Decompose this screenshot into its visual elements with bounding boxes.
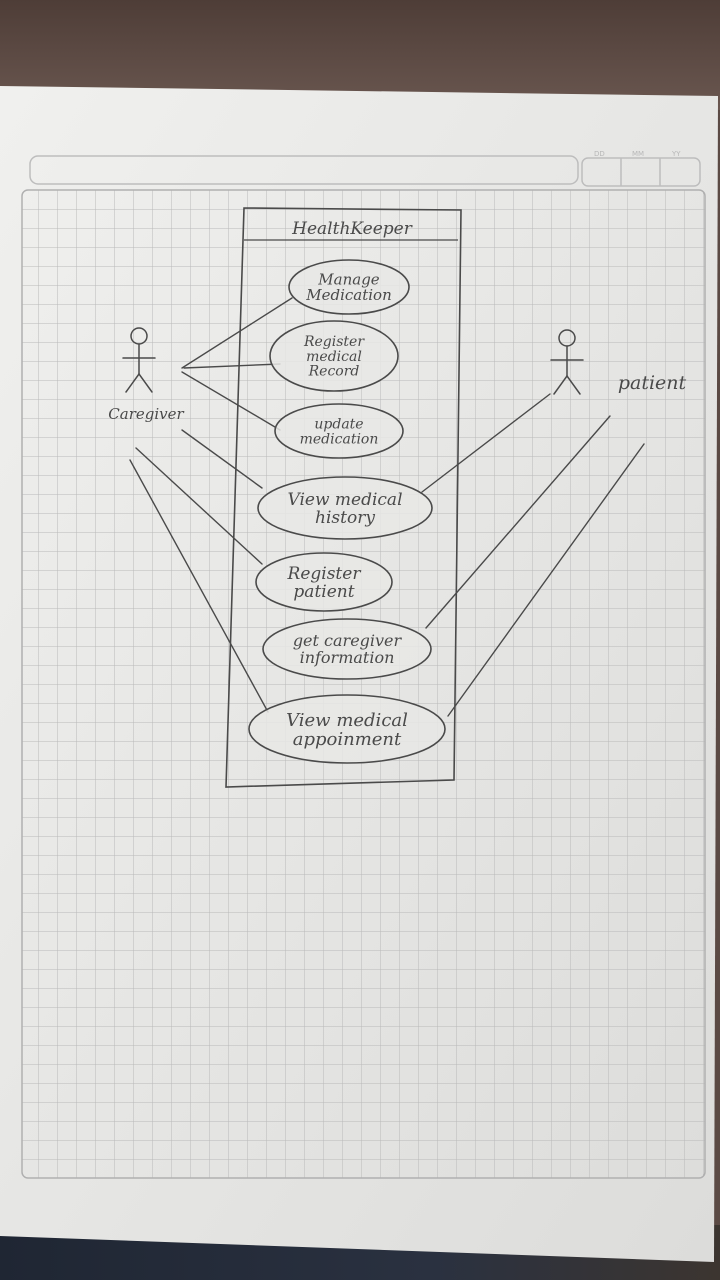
association-caregiver-uc5 <box>135 447 263 565</box>
association-patient-uc4 <box>421 393 551 493</box>
header-mm-label: MM <box>632 150 644 158</box>
association-caregiver-uc1 <box>181 297 293 369</box>
use-case-label: View medical <box>286 710 408 731</box>
use-case-label: appoinment <box>293 729 402 750</box>
use-case-label: medical <box>306 349 362 365</box>
use-case-ellipse <box>274 403 404 459</box>
association-caregiver-uc4 <box>181 429 263 489</box>
use-case-label: Medication <box>305 286 392 304</box>
association-caregiver-uc2 <box>183 363 281 369</box>
associations <box>129 297 645 717</box>
use-case-label: Manage <box>317 270 380 288</box>
use-case-ellipse <box>257 476 433 540</box>
actors: Caregiver patient <box>108 327 687 423</box>
use-case-ellipse <box>248 694 446 764</box>
actor-caregiver: Caregiver <box>108 327 185 423</box>
use-case-label: Register <box>303 334 365 350</box>
use-case-label: get caregiver <box>293 631 403 650</box>
actor-label: Caregiver <box>108 405 184 423</box>
actor-patient: patient <box>550 329 687 395</box>
header-yy-label: YY <box>671 150 681 158</box>
use-case-ellipse <box>262 618 432 680</box>
use-case-ellipse <box>269 320 399 392</box>
association-patient-uc6 <box>425 415 611 629</box>
use-case-ellipse <box>255 552 393 612</box>
stick-figure-icon <box>122 327 156 393</box>
use-case-label: Record <box>308 364 360 380</box>
use-case-label: update <box>314 417 363 433</box>
association-caregiver-uc7 <box>129 459 269 713</box>
stick-figure-icon <box>550 329 584 395</box>
actor-label: patient <box>618 372 687 394</box>
system-title: HealthKeeper <box>291 219 413 239</box>
use-case-label: View medical <box>287 490 402 510</box>
header-bar: DD MM YY <box>29 150 701 187</box>
use-case-label: history <box>315 508 375 528</box>
header-dd-label: DD <box>594 150 605 158</box>
association-caregiver-uc3 <box>181 371 281 431</box>
association-patient-uc7 <box>447 443 645 717</box>
use-cases: ManageMedicationRegistermedicalRecordupd… <box>248 259 446 764</box>
use-case-label: information <box>300 648 395 667</box>
use-case-label: medication <box>300 431 379 447</box>
use-case-label: Register <box>287 564 362 584</box>
use-case-label: patient <box>293 582 354 602</box>
use-case-ellipse <box>288 259 410 315</box>
system-boundary: HealthKeeper <box>225 207 462 788</box>
